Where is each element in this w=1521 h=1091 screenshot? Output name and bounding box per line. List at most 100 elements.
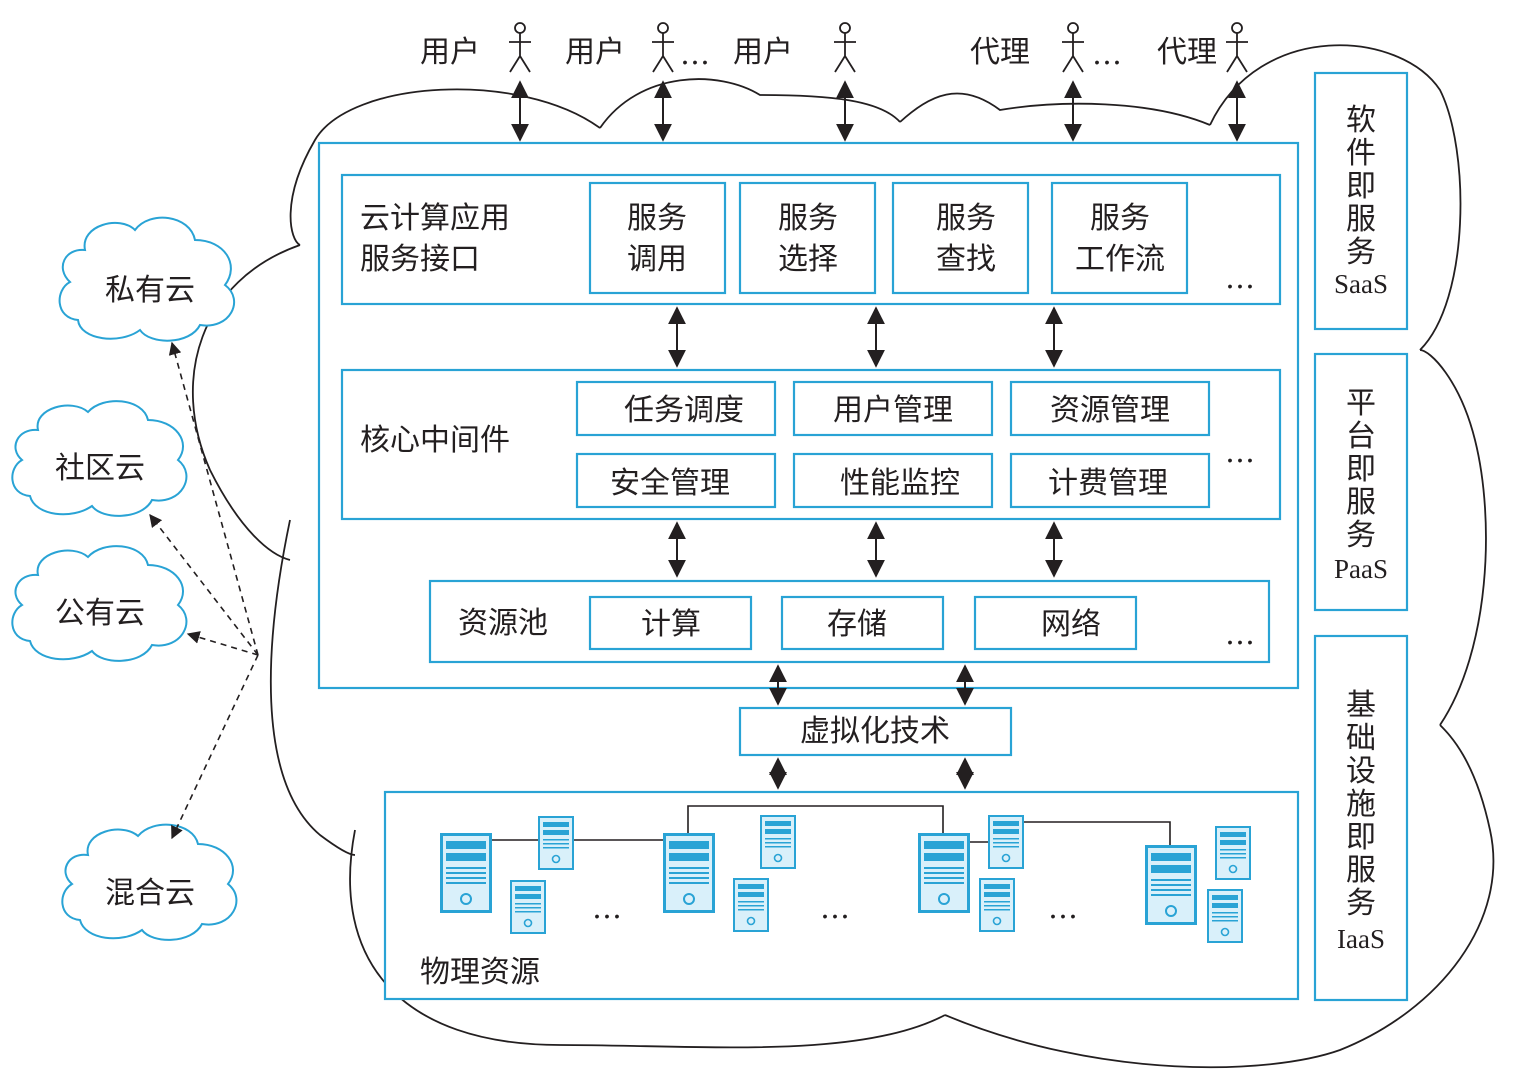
module-user-management[interactable] [792, 380, 994, 437]
cloud-outline [191, 44, 1495, 1069]
iaas-abbr: IaaS [1337, 924, 1385, 954]
module-billing-management-label: 计费管理 [1048, 466, 1168, 501]
saas-abbr: SaaS [1334, 269, 1388, 299]
server-icon [1214, 825, 1252, 881]
service-select-line1: 服务 [778, 201, 838, 236]
iaas-model-box [1313, 634, 1409, 1002]
module-task-scheduling[interactable] [575, 380, 777, 437]
service-workflow-line1: 服务 [1090, 201, 1150, 236]
deployment-hybrid-cloud[interactable]: 混合云 [61, 823, 238, 941]
iaas-char: 即 [1346, 820, 1376, 855]
deployment-community-cloud[interactable]: 社区云 [11, 400, 188, 517]
paas-model-box [1313, 352, 1409, 612]
iaas-char: 务 [1346, 886, 1376, 921]
virtualization-box[interactable] [738, 706, 1013, 757]
deployment-public-cloud[interactable]: 公有云 [11, 545, 188, 662]
module-resource-management[interactable] [1009, 380, 1211, 437]
saas-model-box [1313, 71, 1409, 331]
iaas-char: 础 [1346, 721, 1376, 756]
server-icon [1144, 844, 1198, 926]
user-icon [833, 22, 857, 73]
iaas-char: 基 [1346, 688, 1376, 723]
physical-title: 物理资源 [420, 955, 540, 990]
saas-model: 软 件 即 服 务 SaaS [1313, 71, 1409, 331]
iaas-char: 服 [1346, 853, 1376, 888]
middleware-title: 核心中间件 [360, 423, 510, 458]
pool-network-box[interactable] [973, 595, 1138, 651]
paas-char: 平 [1346, 386, 1376, 421]
server-icon [662, 832, 716, 914]
pool-storage-label: 存储 [827, 607, 887, 642]
iaas-char: 设 [1346, 754, 1376, 789]
physical-ellipsis-3: … [1048, 891, 1078, 926]
private-cloud-label: 私有云 [105, 273, 195, 308]
paas-char: 台 [1346, 419, 1376, 454]
deployment-arrows [149, 341, 259, 840]
agent-label-1: 代理 [970, 35, 1030, 70]
pool-network-label: 网络 [1041, 607, 1101, 642]
middleware-ellipsis: … [1225, 435, 1255, 470]
module-billing-management[interactable] [1009, 452, 1211, 509]
service-invoke-line2: 调用 [627, 242, 687, 277]
module-performance-monitoring[interactable] [792, 452, 994, 509]
resource-pool-title: 资源池 [458, 606, 548, 641]
service-workflow-box[interactable] [1050, 181, 1189, 295]
saas-char: 服 [1346, 202, 1376, 237]
saas-char: 务 [1346, 235, 1376, 270]
server-icon [978, 877, 1016, 933]
pool-compute-box[interactable] [588, 595, 753, 651]
saas-char: 即 [1346, 169, 1376, 204]
module-performance-monitoring-label: 性能监控 [840, 466, 960, 501]
service-workflow-line2: 工作流 [1075, 242, 1165, 277]
server-icon [732, 877, 770, 933]
server-icon [759, 814, 797, 870]
paas-model: 平 台 即 服 务 PaaS [1313, 352, 1409, 612]
saas-char: 件 [1346, 136, 1376, 171]
service-lookup-line2: 查找 [936, 242, 996, 277]
module-security-management[interactable] [575, 452, 777, 509]
pool-compute-label: 计算 [641, 607, 701, 642]
user-arrows [511, 80, 1246, 142]
module-user-management-label: 用户管理 [833, 393, 953, 428]
saas-title-line2: 服务接口 [360, 242, 480, 277]
user-label-2: 用户 [565, 35, 625, 70]
server-icon [509, 879, 547, 935]
agent-icon [1225, 22, 1249, 73]
deployment-private-cloud[interactable]: 私有云 [58, 216, 236, 342]
hybrid-cloud-label: 混合云 [105, 876, 195, 911]
module-security-management-label: 安全管理 [610, 466, 730, 501]
server-icon [537, 815, 575, 871]
community-cloud-label: 社区云 [55, 451, 145, 486]
server-icon [1206, 888, 1244, 944]
user-label-1: 用户 [420, 35, 480, 70]
pool-storage-box[interactable] [780, 595, 945, 651]
paas-abbr: PaaS [1334, 554, 1388, 584]
service-lookup-box[interactable] [891, 181, 1030, 295]
service-invoke-box[interactable] [588, 181, 727, 295]
service-select-box[interactable] [738, 181, 877, 295]
agent-label-2: 代理 [1157, 35, 1217, 70]
agent-ellipsis: … [1092, 37, 1122, 72]
module-resource-management-label: 资源管理 [1050, 393, 1170, 428]
iaas-model: 基 础 设 施 即 服 务 IaaS [1313, 634, 1409, 1002]
saas-char: 软 [1346, 103, 1376, 138]
server-links [492, 805, 1171, 848]
physical-ellipsis-1: … [592, 891, 622, 926]
module-task-scheduling-label: 任务调度 [624, 393, 744, 428]
paas-char: 即 [1346, 452, 1376, 487]
saas-ellipsis: … [1225, 261, 1255, 296]
user-ellipsis-1: … [680, 37, 710, 72]
user-row: 用户 用户 … 用户 代理 … 代理 [420, 22, 1249, 73]
saas-title-line1: 云计算应用 [360, 201, 510, 236]
server-icon [917, 832, 971, 914]
iaas-char: 施 [1346, 787, 1376, 822]
service-lookup-line1: 服务 [936, 201, 996, 236]
agent-icon [1061, 22, 1085, 73]
physical-ellipsis-2: … [820, 891, 850, 926]
paas-char: 服 [1346, 485, 1376, 520]
virtualization-label: 虚拟化技术 [800, 714, 950, 749]
server-icon [439, 832, 493, 914]
public-cloud-label: 公有云 [55, 596, 145, 631]
paas-char: 务 [1346, 518, 1376, 553]
